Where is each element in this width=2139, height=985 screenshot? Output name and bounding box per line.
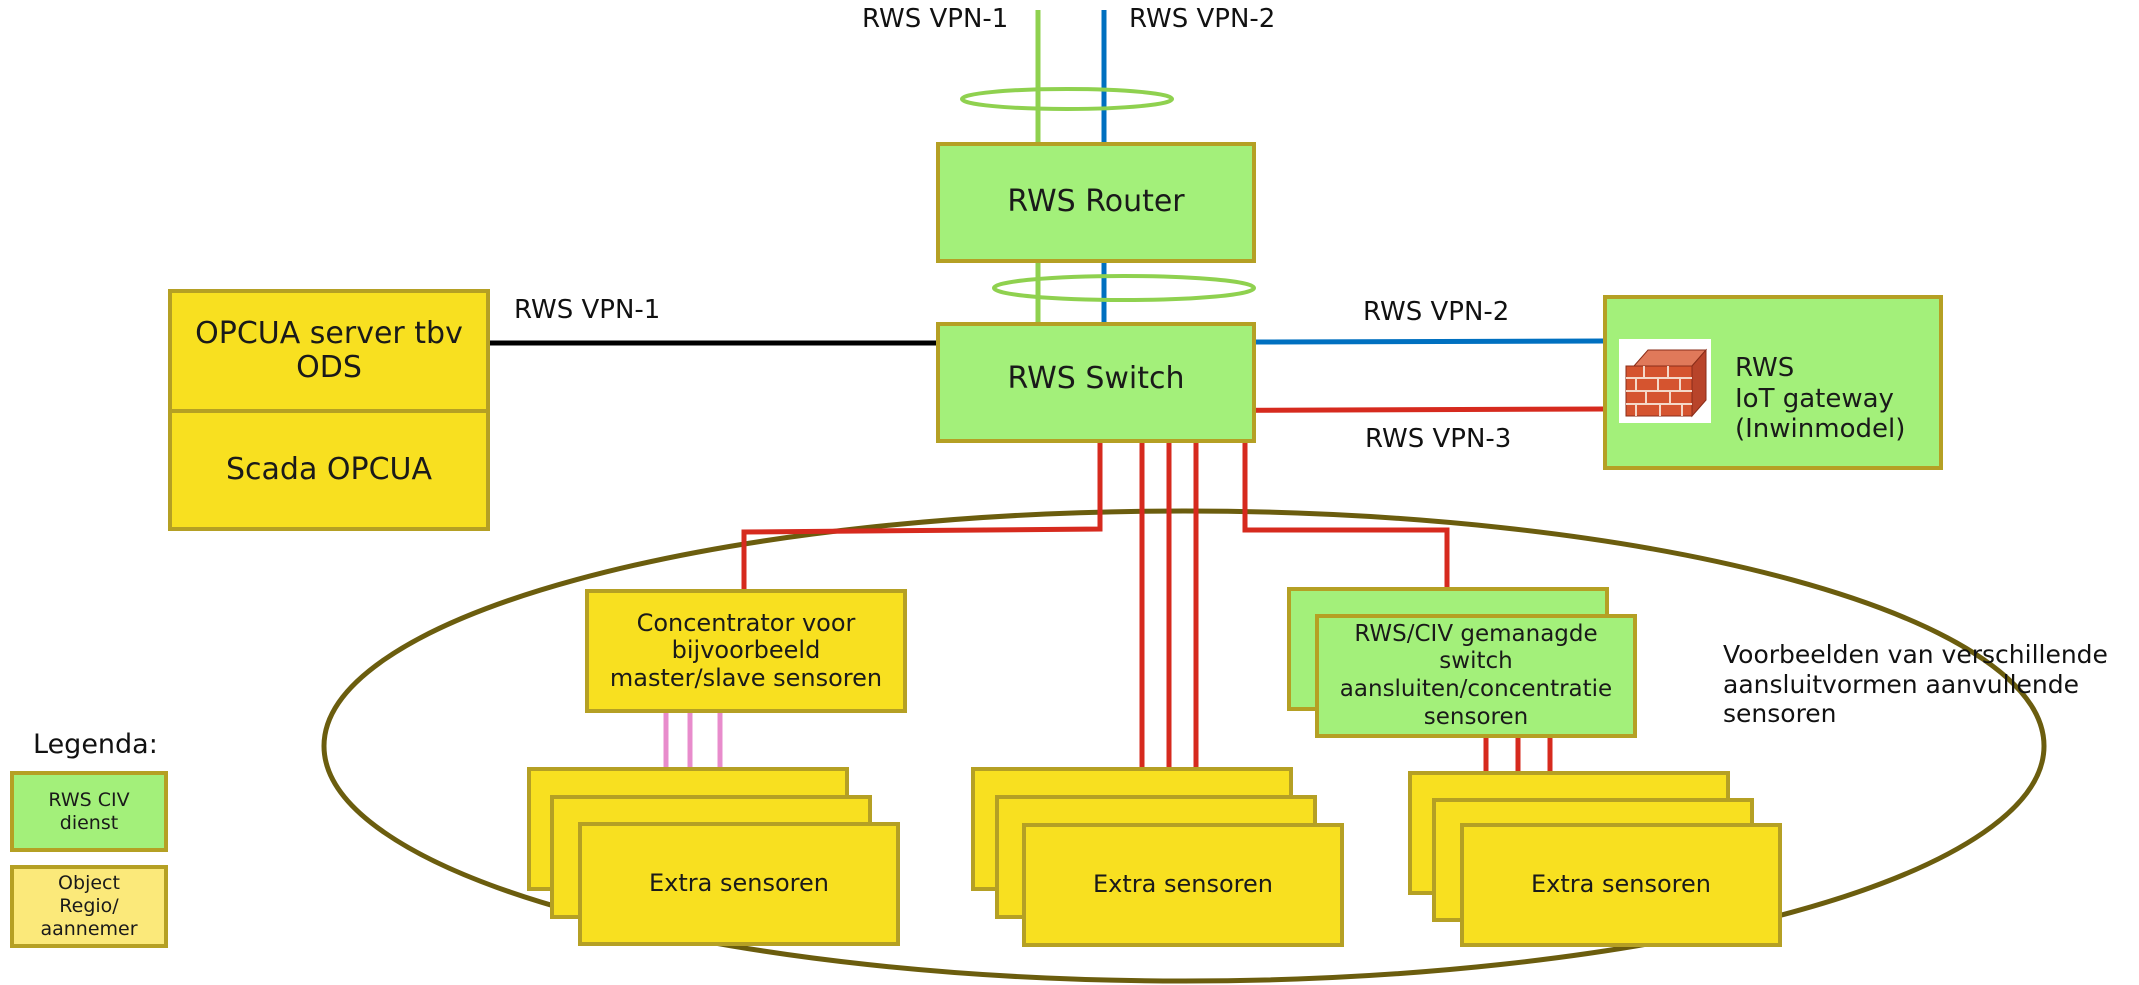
sensor-stack-left-front: Extra sensoren bbox=[578, 822, 900, 946]
ellipse-note: Voorbeelden van verschillende aansluitvo… bbox=[1723, 640, 2108, 728]
scada-opcua-box: Scada OPCUA bbox=[168, 409, 490, 531]
right-vpn3-label: RWS VPN-3 bbox=[1365, 424, 1512, 454]
sensor-left-label: Extra sensoren bbox=[649, 869, 829, 898]
sensor-stack-right-front: Extra sensoren bbox=[1460, 823, 1782, 947]
sensor-area-ellipse bbox=[321, 508, 2047, 984]
top-vpn1-label: RWS VPN-1 bbox=[862, 4, 1009, 34]
vpn2-gateway-link bbox=[1254, 338, 1606, 345]
vpn-bundle-ring-top bbox=[960, 87, 1174, 111]
sensor-stack-middle-front: Extra sensoren bbox=[1022, 823, 1344, 947]
rws-router-box: RWS Router bbox=[936, 142, 1256, 263]
right-vpn2-label: RWS VPN-2 bbox=[1363, 297, 1510, 327]
sensor-middle-label: Extra sensoren bbox=[1093, 870, 1273, 899]
rws-switch-label: RWS Switch bbox=[1007, 361, 1185, 397]
rws-router-label: RWS Router bbox=[1007, 184, 1185, 220]
opcua-server-label: OPCUA server tbv ODS bbox=[195, 315, 463, 385]
legend-title: Legenda: bbox=[33, 729, 158, 760]
legend-civ-label: RWS CIV dienst bbox=[48, 788, 130, 834]
concentrator-box: Concentrator voor bijvoorbeeld master/sl… bbox=[585, 589, 907, 713]
vpn-bundle-ring-middle bbox=[992, 274, 1256, 302]
rws-switch-box: RWS Switch bbox=[936, 322, 1256, 443]
scada-opcua-label: Scada OPCUA bbox=[225, 451, 432, 487]
civ-switch-front-box: RWS/CIV gemanagde switch aansluiten/conc… bbox=[1315, 614, 1637, 738]
iot-gateway-label: RWS IoT gateway (Inwinmodel) bbox=[1735, 353, 1906, 445]
legend-object-swatch: Object Regio/ aannemer bbox=[10, 865, 168, 948]
legend-civ-swatch: RWS CIV dienst bbox=[10, 771, 168, 852]
sensor-right-label: Extra sensoren bbox=[1531, 870, 1711, 899]
iot-gateway-box: RWS IoT gateway (Inwinmodel) bbox=[1603, 295, 1943, 470]
left-vpn1-label: RWS VPN-1 bbox=[514, 295, 661, 325]
civ-switch-label: RWS/CIV gemanagde switch aansluiten/conc… bbox=[1339, 620, 1613, 730]
concentrator-label: Concentrator voor bijvoorbeeld master/sl… bbox=[609, 608, 883, 692]
opcua-server-box: OPCUA server tbv ODS bbox=[168, 289, 490, 413]
firewall-icon bbox=[1619, 339, 1711, 423]
legend-object-label: Object Regio/ aannemer bbox=[40, 872, 138, 940]
top-vpn2-label: RWS VPN-2 bbox=[1129, 4, 1276, 34]
